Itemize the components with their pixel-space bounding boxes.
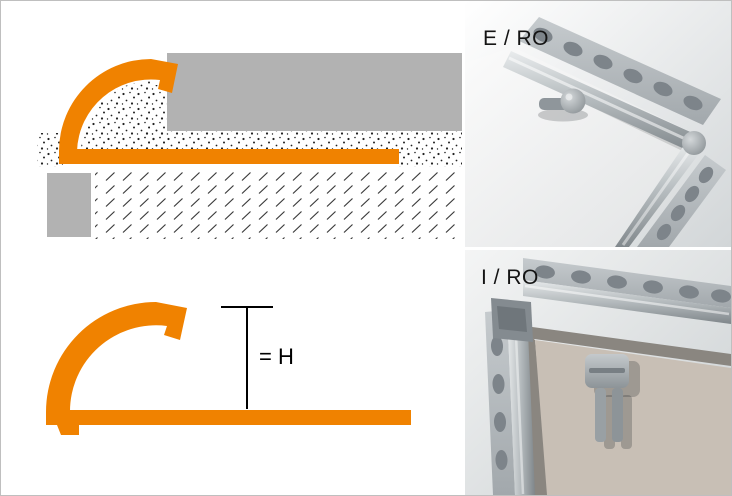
anchoring-holes-right [656,166,714,241]
external-corner-label: E / RO [483,27,550,50]
profile-foot [57,425,79,435]
internal-corner-junction-face [497,306,527,332]
edge-highlight-top [508,56,693,144]
edge-highlight-horizontal [524,284,730,316]
connector-prong-right [612,388,623,442]
panel-external-corner-photo: E / RO [465,1,731,247]
internal-corner-label: I / RO [481,266,539,289]
rounded-edge-horizontal [523,280,731,324]
joint-shadow-top [525,326,731,366]
installed-cross-section-drawing [1,1,462,247]
tile-top [167,53,462,131]
perforated-anchoring-leg-vertical [485,310,515,495]
connector-prong-left [595,388,606,442]
perforated-anchoring-leg-horizontal [523,258,731,308]
connector-groove [589,368,625,373]
anchoring-holes-vertical [490,336,508,470]
height-dimension-label: = H [259,344,294,369]
substrate-hatch [95,169,462,239]
anchoring-holes-top [533,27,703,111]
anchoring-holes-horizontal [535,265,731,303]
profile-cross-section-drawing [1,250,462,495]
mortar-speckle-left [37,133,63,167]
tile-surface [465,47,697,247]
rondec-profile-section [46,302,411,425]
edge-highlight-vertical [513,311,525,495]
rounded-edge-vertical [507,308,535,495]
tile-left [47,173,91,237]
mortar-speckle-under-tile [143,129,399,151]
piece-head [560,88,586,114]
mortar-speckle [37,81,462,167]
height-dimension-line [221,306,273,409]
internal-corner-photo [465,250,731,495]
corner-cap-piece [538,88,588,122]
panel-profile-cross-section: = H [1,250,462,495]
corner-cap [682,131,706,155]
tile-panel [535,340,731,495]
mortar-speckle-inside-curve [81,81,151,151]
rounded-edge-right [615,141,701,247]
panel-internal-corner-photo: I / RO [465,250,731,495]
piece-highlight [565,93,573,101]
connector-piece [585,354,629,442]
panel-installed-cross-section [1,1,462,247]
mortar-speckle-right [399,127,462,167]
rondec-profile-installed [59,59,399,164]
edge-highlight-right [621,148,693,246]
external-corner-photo [465,1,731,247]
